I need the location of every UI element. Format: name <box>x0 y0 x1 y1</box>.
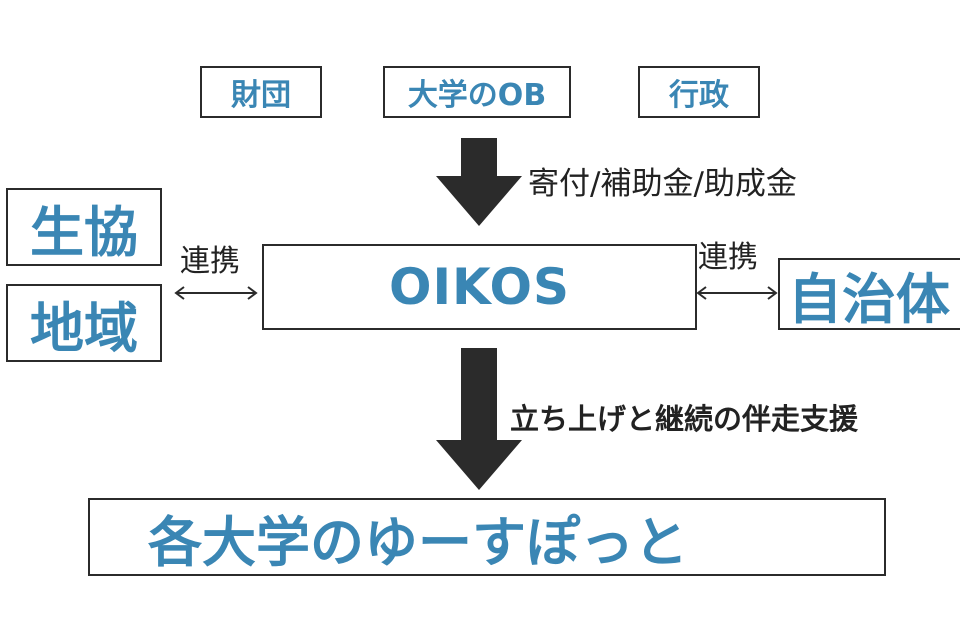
renkei-left-label: 連携 <box>180 244 240 279</box>
funding-label: 寄付/補助金/助成金 <box>528 166 797 202</box>
source-box-zaidan: 財団 <box>200 66 322 118</box>
partner-box-seikyo: 生協 <box>6 188 162 266</box>
source-box-gyosei: 行政 <box>638 66 760 118</box>
source-box-university-ob: 大学のOB <box>383 66 571 118</box>
partner-box-chiiki: 地域 <box>6 284 162 362</box>
oikos-box: OIKOS <box>262 244 697 330</box>
support-down-arrow <box>436 348 522 490</box>
right-double-arrow <box>696 286 778 300</box>
renkei-right-label: 連携 <box>698 240 758 275</box>
support-label: 立ち上げと継続の伴走支援 <box>510 402 859 436</box>
funding-down-arrow <box>436 138 522 226</box>
partner-box-jichitai: 自治体 <box>778 258 960 330</box>
left-double-arrow <box>174 286 258 300</box>
target-box-yuspot: 各大学のゆーすぽっと <box>88 498 886 576</box>
